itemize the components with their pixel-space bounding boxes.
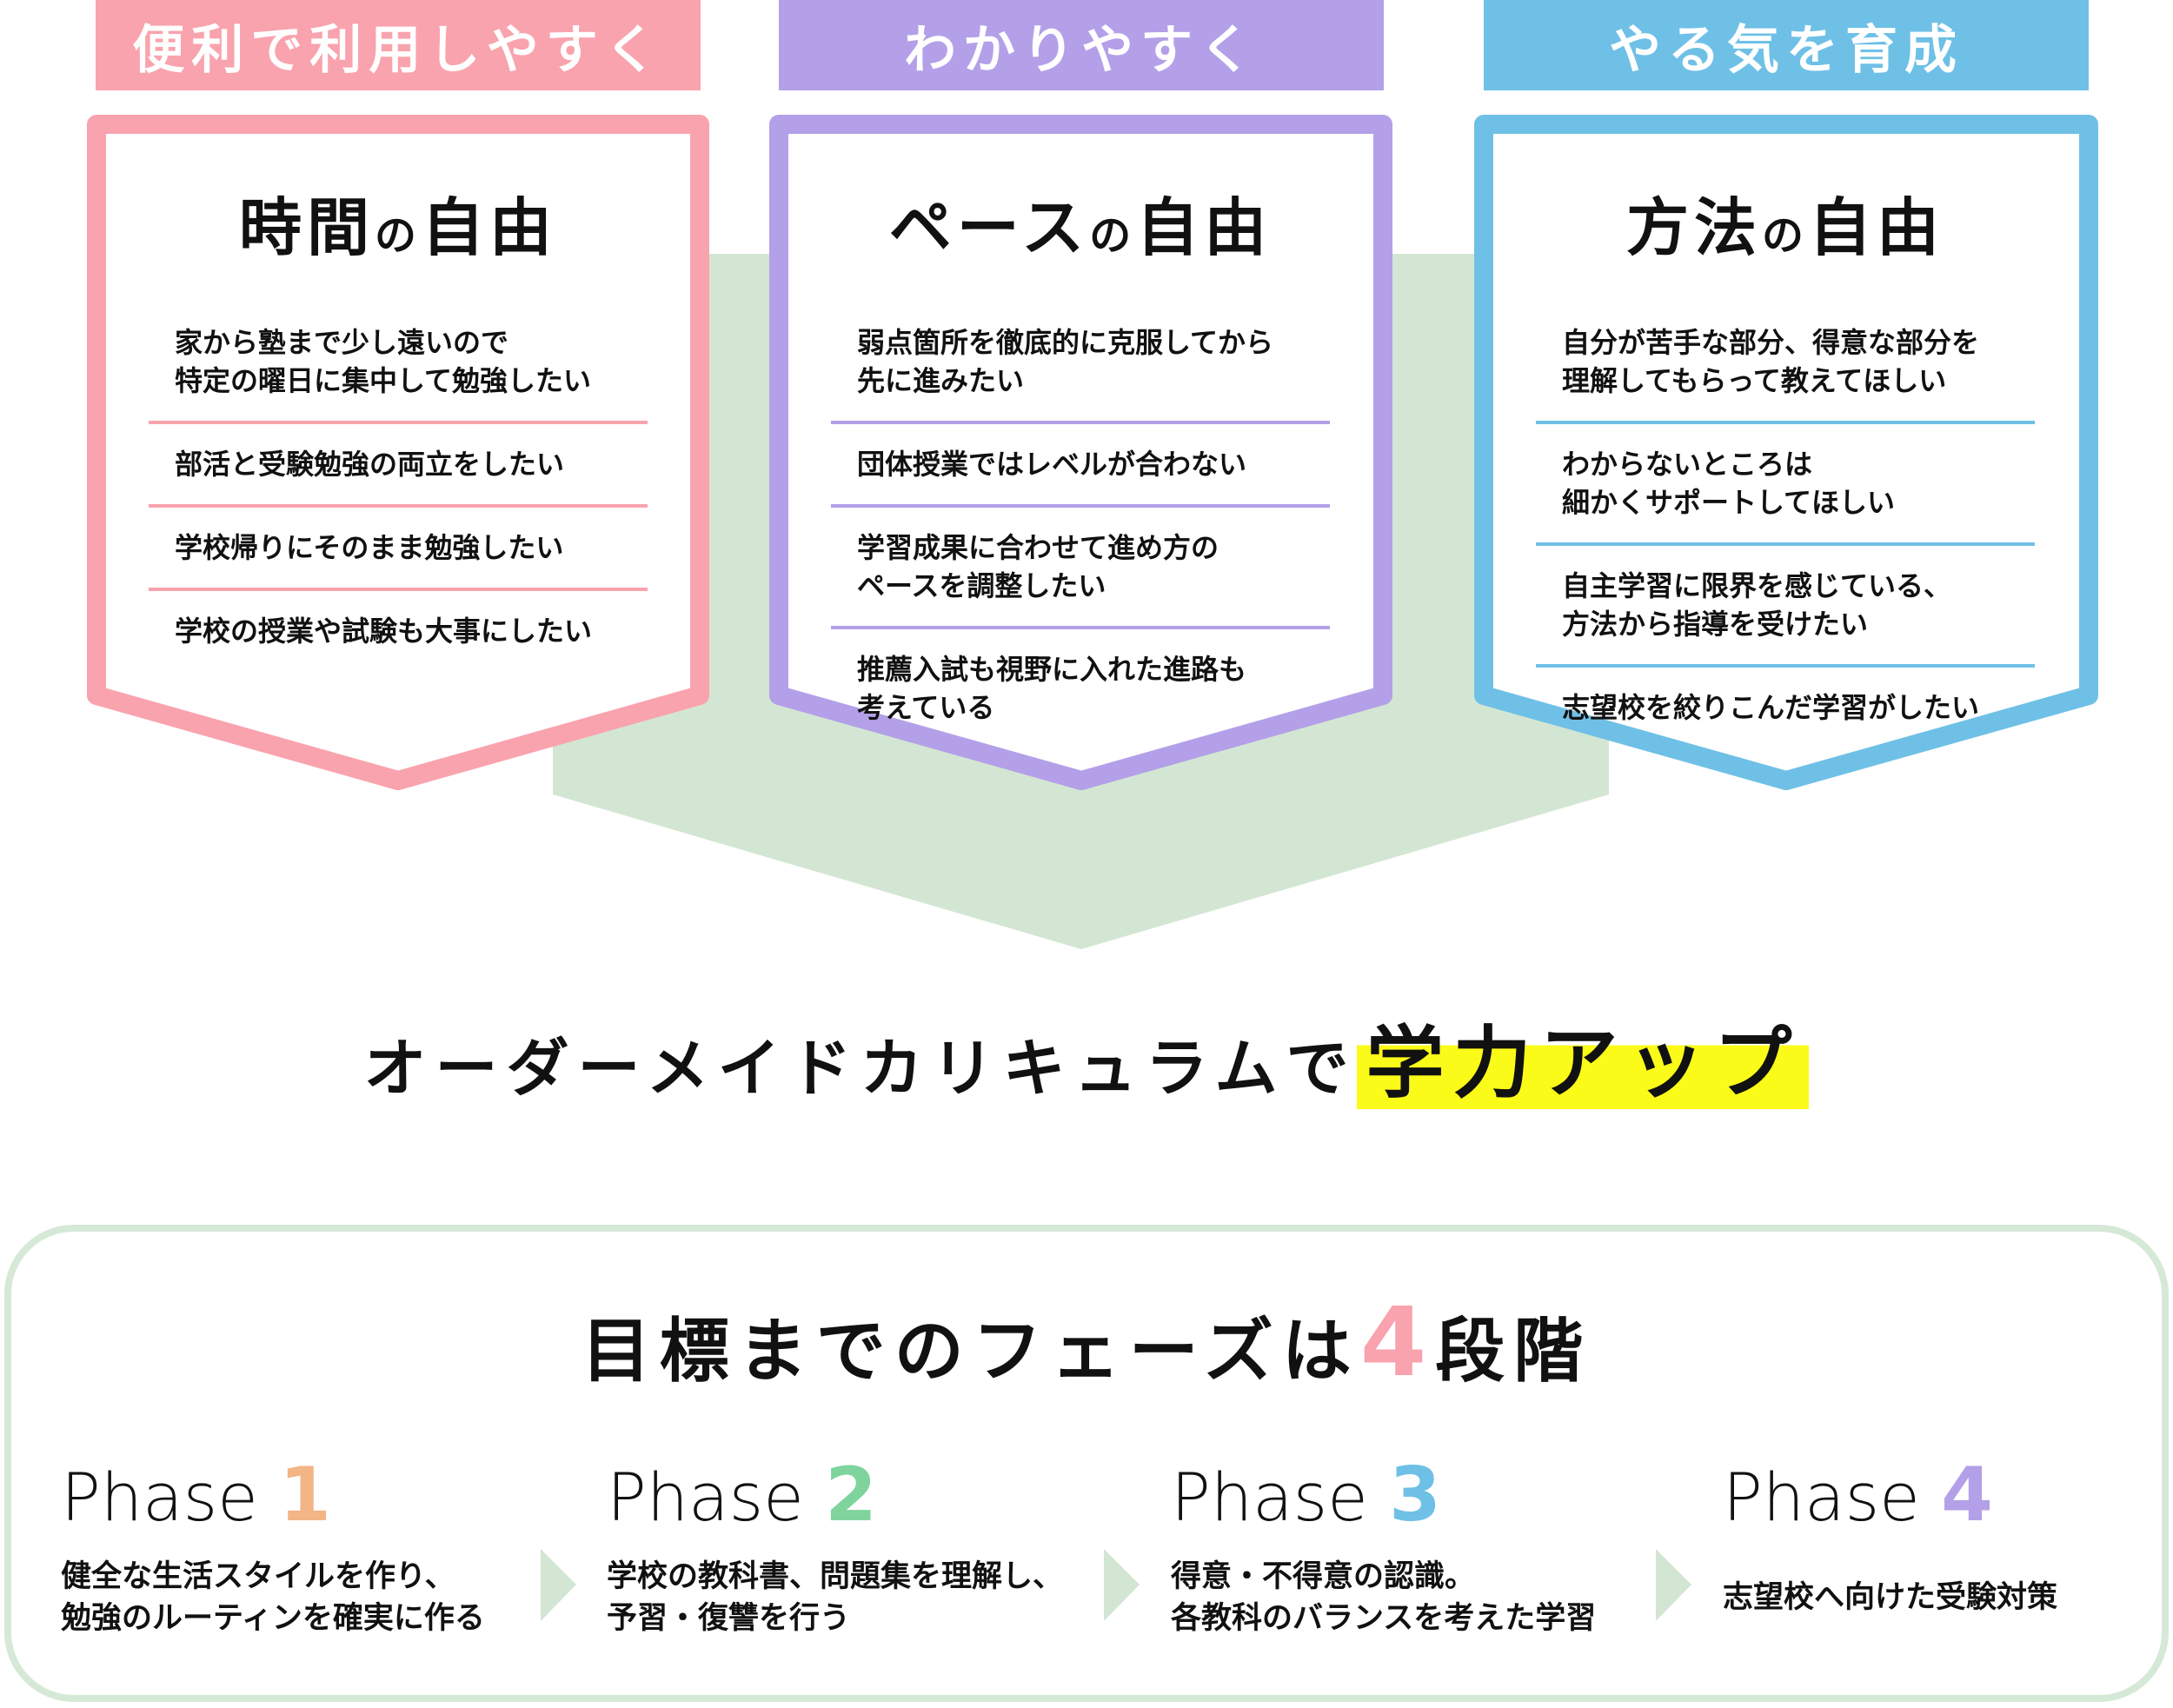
header-convenient: 便利で利用しやすく <box>96 0 701 90</box>
list-item: 学校帰りにそのまま勉強したい <box>149 508 648 591</box>
phases-title: 目標までのフェーズは4段階 <box>581 1286 1592 1398</box>
card-pace-freedom: ペースの自由 弱点箇所を徹底的に克服してから先に進みたい 団体授業ではレベルが合… <box>779 124 1382 748</box>
card-title: 時間の自由 <box>238 191 558 264</box>
card-time-freedom: 時間の自由 家から塾まで少し遠いので特定の曜日に集中して勉強したい 部活と受験勉… <box>96 124 700 671</box>
arrow-right-icon <box>1104 1549 1140 1621</box>
list-item: 推薦入試も視野に入れた進路も考えている <box>857 653 1247 724</box>
list-item: 学校の授業や試験も大事にしたい <box>175 615 593 648</box>
tagline: オーダーメイドカリキュラムで学力アップ <box>0 1000 2173 1113</box>
card-method-freedom: 方法の自由 自分が苦手な部分、得意な部分を理解してもらって教えてほしい わからな… <box>1484 124 2087 748</box>
phase-1: Phase 1 健全な生活スタイルを作り、勉強のルーティンを確実に作る <box>61 1452 485 1636</box>
list-item: 学習成果に合わせて進め方のペースを調整したい <box>831 508 1330 629</box>
list-item: 自分が苦手な部分、得意な部分を理解してもらって教えてほしい <box>1536 302 2035 424</box>
card-purple-frame <box>769 115 1392 790</box>
phase-4: Phase 4 志望校へ向けた受験対策 <box>1723 1452 2058 1615</box>
tagline-highlight: 学力アップ <box>1357 1018 1810 1109</box>
phases-box <box>4 1225 2169 1702</box>
list-item: 部活と受験勉強の両立をしたい <box>149 424 648 508</box>
list-item: 団体授業ではレベルが合わない <box>831 424 1330 508</box>
arrow-right-icon <box>541 1549 576 1621</box>
card-title: 方法の自由 <box>1625 191 1945 264</box>
list-item: わからないところは細かくサポートしてほしい <box>1536 424 2035 546</box>
card-pink-frame <box>87 115 709 790</box>
list-item: 弱点箇所を徹底的に克服してから先に進みたい <box>831 302 1330 424</box>
list-item: 家から塾まで少し遠いので特定の曜日に集中して勉強したい <box>149 302 648 424</box>
list-item: 自主学習に限界を感じている、方法から指導を受けたい <box>1536 546 2035 668</box>
phase-3: Phase 3 得意・不得意の認識。各教科のバランスを考えた学習 <box>1171 1452 1597 1636</box>
card-blue-frame <box>1474 115 2098 790</box>
header-understandable: わかりやすく <box>779 0 1384 90</box>
phase-2: Phase 2 学校の教科書、問題集を理解し、予習・復讐を行う <box>607 1452 1064 1636</box>
header-motivation: やる気を育成 <box>1484 0 2089 90</box>
list-item: 志望校を絞りこんだ学習がしたい <box>1562 691 1980 724</box>
arrow-right-icon <box>1656 1549 1691 1621</box>
card-title: ペースの自由 <box>888 191 1273 264</box>
